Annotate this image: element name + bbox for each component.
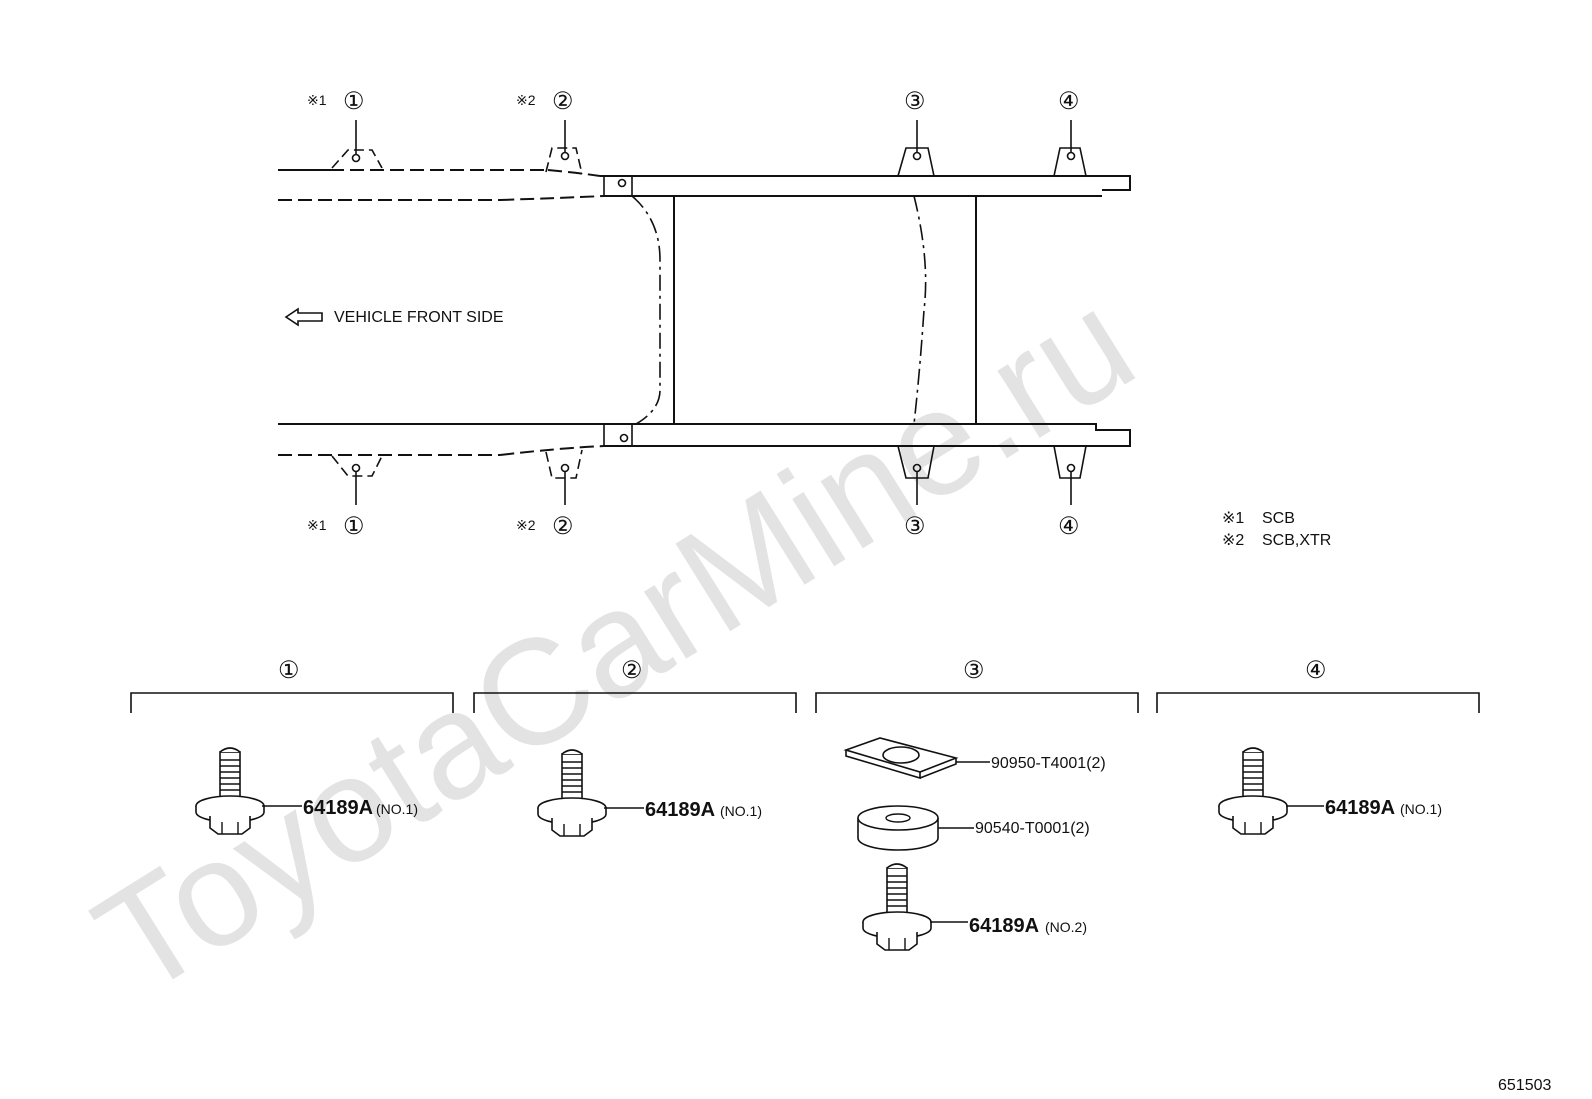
callout-mark-bottom-1: ※1	[307, 517, 327, 533]
note-1-mark: ※1	[1222, 510, 1244, 527]
bracket-upper-1	[331, 120, 383, 169]
callout-bottom-4: ④	[1058, 513, 1080, 540]
arrow-left-icon	[284, 307, 323, 327]
bracket-upper-3	[897, 120, 935, 177]
note-2-text: SCB,XTR	[1262, 532, 1331, 549]
bracket-lower-1	[331, 455, 383, 505]
cushion-icon	[857, 805, 939, 851]
callout-bottom-2: ②	[552, 513, 574, 540]
callout-bottom-3: ③	[904, 513, 926, 540]
bolt-icon	[1218, 747, 1288, 835]
group-4-bolt-part-number: 64189A	[1325, 797, 1395, 819]
bracket-lower-4	[1053, 445, 1087, 505]
vehicle-front-side-label: VEHICLE FRONT SIDE	[334, 309, 504, 326]
callout-mark-top-2: ※2	[516, 92, 536, 108]
callout-top-1: ①	[343, 88, 365, 115]
group-4-bracket	[1156, 692, 1480, 713]
bracket-lower-3	[897, 445, 935, 505]
bracket-upper-2	[545, 120, 583, 175]
callout-top-2: ②	[552, 88, 574, 115]
note-2-mark: ※2	[1222, 532, 1244, 549]
callout-mark-bottom-2: ※2	[516, 517, 536, 533]
bracket-lower-2	[545, 449, 583, 505]
group-4-number: ④	[1305, 657, 1327, 684]
group-3-number: ③	[963, 657, 985, 684]
square-washer-icon	[843, 737, 959, 780]
group-3-cushion-part-number: 90540-T0001(2)	[975, 820, 1090, 837]
bracket-upper-4	[1053, 120, 1087, 177]
group-3-bolt-note: (NO.2)	[1045, 919, 1087, 935]
frame-rail-lower	[278, 423, 1131, 456]
group-3-plate-part-number: 90950-T4001(2)	[991, 755, 1106, 772]
group-1-bolt-note: (NO.1)	[376, 801, 418, 817]
group-2-bracket	[473, 692, 797, 713]
group-3-bolt-part-number: 64189A	[969, 915, 1039, 937]
group-1-bolt-part-number: 64189A	[303, 797, 373, 819]
front-crossmember	[631, 195, 675, 425]
group-3-bracket	[815, 692, 1139, 713]
watermark: ToyotaCarMine.ru	[68, 257, 1161, 1027]
illustration-id: 651503	[1498, 1077, 1551, 1094]
group-2-bolt-note: (NO.1)	[720, 803, 762, 819]
group-1-number: ①	[278, 657, 300, 684]
rear-crossmember	[913, 195, 977, 425]
callout-top-3: ③	[904, 88, 926, 115]
callout-bottom-1: ①	[343, 513, 365, 540]
callout-top-4: ④	[1058, 88, 1080, 115]
group-2-number: ②	[621, 657, 643, 684]
group-2-bolt-part-number: 64189A	[645, 799, 715, 821]
callout-mark-top-1: ※1	[307, 92, 327, 108]
group-4-bolt-note: (NO.1)	[1400, 801, 1442, 817]
group-1-bracket	[130, 692, 454, 713]
frame-rail-upper	[278, 169, 1131, 201]
bolt-icon	[862, 863, 932, 951]
note-1-text: SCB	[1262, 510, 1295, 527]
